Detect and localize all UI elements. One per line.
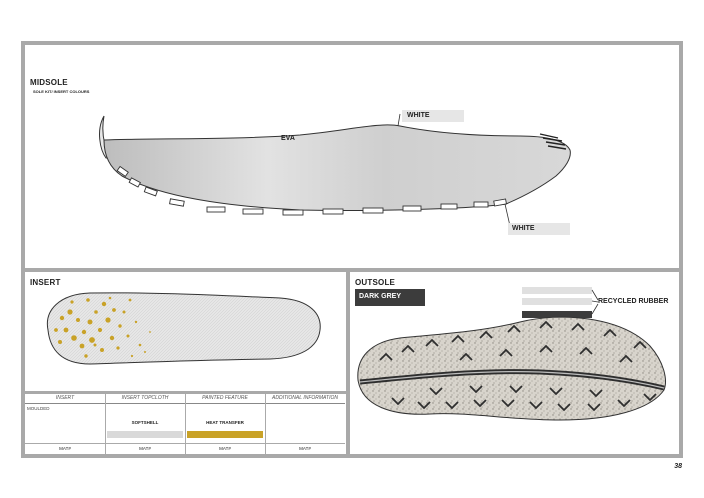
midsole-body <box>103 124 571 212</box>
table-col-rule-2 <box>185 394 186 454</box>
table-header-painted: PAINTED FEATURE <box>202 395 248 401</box>
midsole-divider <box>21 268 683 272</box>
mat-label-topcloth: MAT# <box>139 446 151 451</box>
midsole-subtitle: SOLE KIT/ INSERT COLOURS <box>33 89 90 94</box>
recycled-rubber-label: RECYCLED RUBBER <box>598 298 669 305</box>
midsole-title: MIDSOLE <box>30 78 68 87</box>
insert-spec-table: INSERT INSERT TOPCLOTH PAINTED FEATURE A… <box>25 394 345 454</box>
outsole-title: OUTSOLE <box>355 278 396 287</box>
mat-label-insert: MAT# <box>59 446 71 451</box>
rubber-swatch-3 <box>522 311 592 318</box>
white-label-bottom-box <box>508 223 570 235</box>
rubber-swatch-1 <box>522 287 592 294</box>
insert-value: MOULDED <box>27 406 50 411</box>
section-divider <box>346 270 350 458</box>
painted-swatch <box>187 431 263 438</box>
rubber-swatch-2 <box>522 298 592 305</box>
midsole-material-label: EVA <box>281 135 295 142</box>
white-label-bottom: WHITE <box>512 225 535 232</box>
dark-grey-label: DARK GREY <box>359 293 402 300</box>
insert-title: INSERT <box>30 278 61 287</box>
topcloth-value: SOFTSHELL <box>131 420 159 425</box>
page-number: 38 <box>674 463 682 470</box>
painted-value: HEAT TRANSFER <box>206 420 244 425</box>
insert-table-divider <box>21 391 348 394</box>
table-col-rule-3 <box>265 394 266 454</box>
table-footer-rule <box>25 443 345 444</box>
table-header-additional: ADDITIONAL INFORMATION <box>272 395 338 401</box>
mat-label-painted: MAT# <box>219 446 231 451</box>
white-label-top-box <box>402 110 464 122</box>
dark-grey-swatch <box>355 289 425 306</box>
table-header-topcloth: INSERT TOPCLOTH <box>121 395 169 401</box>
table-col-rule-1 <box>105 394 106 454</box>
table-header-insert: INSERT <box>55 395 75 401</box>
mat-label-additional: MAT# <box>299 446 311 451</box>
white-label-top: WHITE <box>407 112 430 119</box>
topcloth-swatch <box>107 431 183 438</box>
outsole-shape <box>357 316 666 421</box>
gold-speckle-feature <box>54 296 151 358</box>
